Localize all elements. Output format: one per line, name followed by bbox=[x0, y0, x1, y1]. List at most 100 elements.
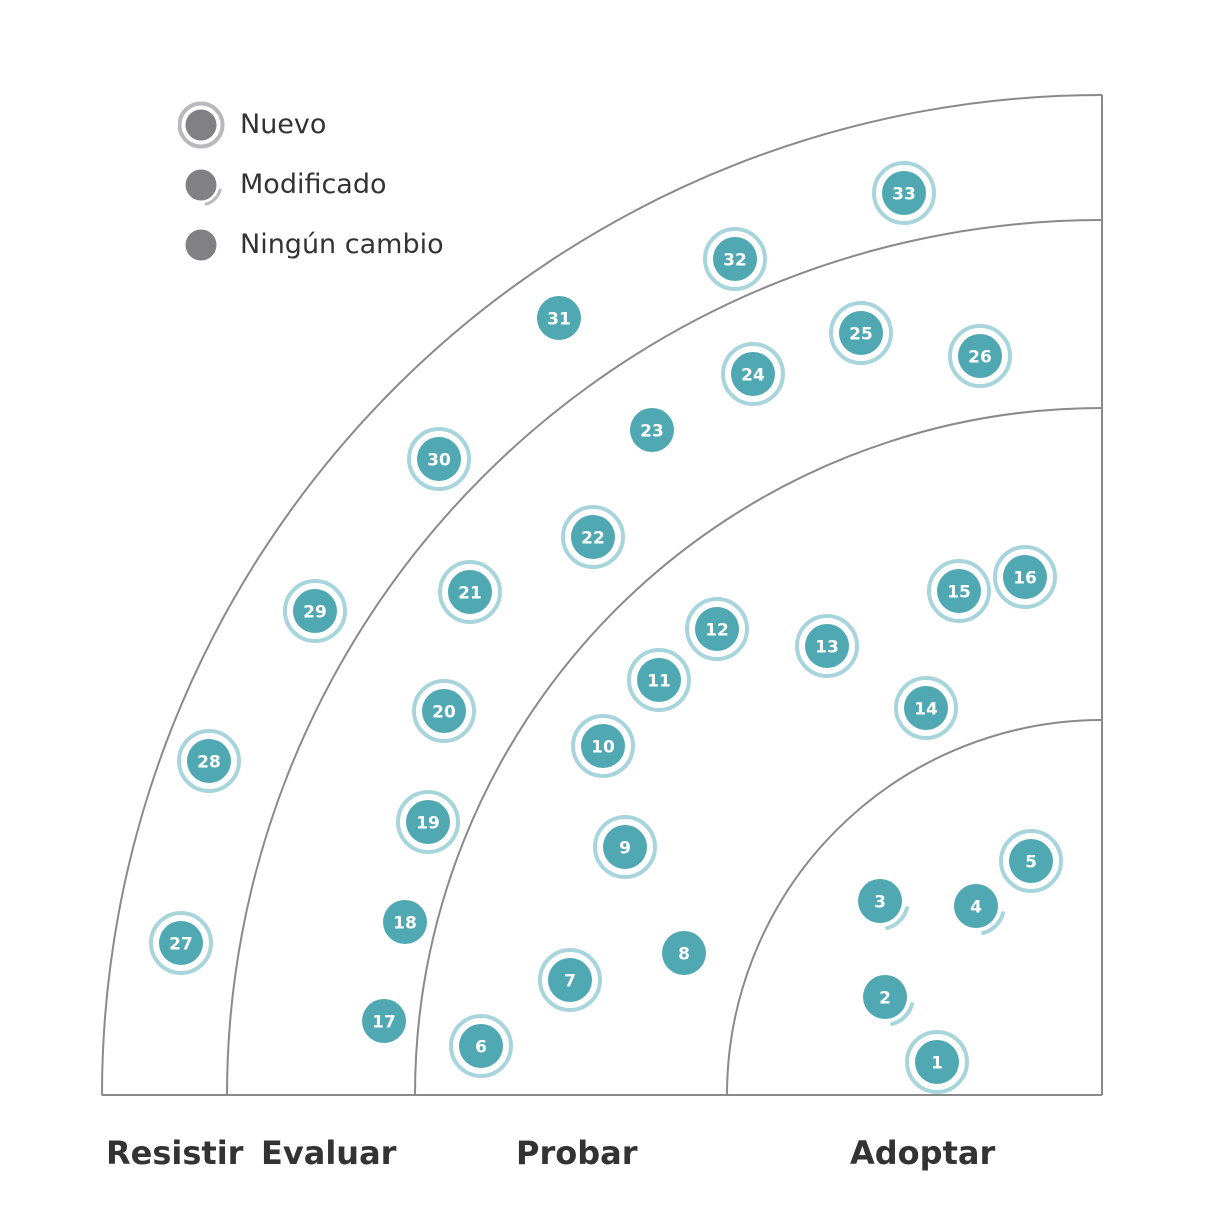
blip-number: 13 bbox=[815, 638, 839, 658]
blip-1[interactable]: 1 bbox=[905, 1030, 969, 1094]
new-ring-icon bbox=[627, 648, 691, 712]
blip-10[interactable]: 10 bbox=[571, 714, 635, 778]
blip-19[interactable]: 19 bbox=[396, 790, 460, 854]
blip-21[interactable]: 21 bbox=[438, 560, 502, 624]
new-ring-icon bbox=[999, 829, 1063, 893]
blip-dot bbox=[662, 931, 706, 975]
ring-label-adoptar: Adoptar bbox=[850, 1134, 996, 1172]
new-ring-icon bbox=[905, 1030, 969, 1094]
blip-23[interactable]: 23 bbox=[630, 408, 674, 452]
blip-14[interactable]: 14 bbox=[894, 676, 958, 740]
blip-dot bbox=[805, 624, 849, 668]
blip-number: 7 bbox=[564, 972, 576, 992]
blip-dot bbox=[548, 958, 592, 1002]
blip-number: 14 bbox=[914, 700, 938, 720]
blip-dot bbox=[406, 800, 450, 844]
blip-7[interactable]: 7 bbox=[538, 948, 602, 1012]
blip-number: 19 bbox=[416, 814, 440, 834]
blip-32[interactable]: 32 bbox=[703, 227, 767, 291]
blip-dot bbox=[581, 724, 625, 768]
blip-28[interactable]: 28 bbox=[177, 729, 241, 793]
blip-dot bbox=[1003, 555, 1047, 599]
modified-blip-icon bbox=[185, 169, 222, 206]
legend-item-no-change: Ningún cambio bbox=[178, 220, 498, 270]
blip-dot bbox=[858, 879, 902, 923]
blip-number: 29 bbox=[303, 603, 327, 623]
new-ring-icon bbox=[149, 911, 213, 975]
blip-number: 20 bbox=[432, 703, 456, 723]
blip-number: 27 bbox=[169, 935, 193, 955]
new-ring-icon bbox=[927, 559, 991, 623]
blip-dot bbox=[603, 825, 647, 869]
modified-arc-icon bbox=[890, 1002, 914, 1026]
blip-30[interactable]: 30 bbox=[407, 427, 471, 491]
blip-16[interactable]: 16 bbox=[993, 545, 1057, 609]
new-ring-icon bbox=[829, 301, 893, 365]
blip-dot bbox=[459, 1024, 503, 1068]
radar-rings bbox=[101, 94, 1103, 1096]
blip-4[interactable]: 4 bbox=[954, 884, 1005, 935]
blip-dot bbox=[422, 689, 466, 733]
blip-number: 18 bbox=[393, 914, 417, 934]
new-ring-icon bbox=[538, 948, 602, 1012]
blip-26[interactable]: 26 bbox=[948, 324, 1012, 388]
blip-25[interactable]: 25 bbox=[829, 301, 893, 365]
modified-arc-icon bbox=[981, 911, 1005, 935]
ring-label-probar: Probar bbox=[516, 1134, 638, 1172]
blip-number: 8 bbox=[678, 945, 690, 965]
blip-dot bbox=[362, 999, 406, 1043]
new-ring-icon bbox=[438, 560, 502, 624]
blip-22[interactable]: 22 bbox=[561, 505, 625, 569]
blip-dot bbox=[839, 311, 883, 355]
blip-9[interactable]: 9 bbox=[593, 815, 657, 879]
blip-15[interactable]: 15 bbox=[927, 559, 991, 623]
blip-number: 15 bbox=[947, 583, 971, 603]
new-ring-icon bbox=[685, 597, 749, 661]
blip-20[interactable]: 20 bbox=[412, 679, 476, 743]
blip-33[interactable]: 33 bbox=[872, 161, 936, 225]
blip-6[interactable]: 6 bbox=[449, 1014, 513, 1078]
blip-number: 23 bbox=[640, 422, 664, 442]
blip-number: 17 bbox=[372, 1013, 396, 1033]
new-ring-icon bbox=[412, 679, 476, 743]
blip-dot bbox=[293, 589, 337, 633]
new-ring-icon bbox=[948, 324, 1012, 388]
blip-number: 32 bbox=[723, 251, 747, 271]
blip-18[interactable]: 18 bbox=[383, 900, 427, 944]
blip-5[interactable]: 5 bbox=[999, 829, 1063, 893]
blip-2[interactable]: 2 bbox=[863, 975, 914, 1026]
new-ring-icon bbox=[593, 815, 657, 879]
blip-dot bbox=[954, 884, 998, 928]
blip-dot bbox=[1009, 839, 1053, 883]
blip-13[interactable]: 13 bbox=[795, 614, 859, 678]
blip-12[interactable]: 12 bbox=[685, 597, 749, 661]
legend-label-new: Nuevo bbox=[240, 109, 327, 140]
blip-dot bbox=[731, 352, 775, 396]
no-change-blip-icon bbox=[185, 229, 217, 261]
blip-number: 2 bbox=[879, 989, 891, 1009]
blip-24[interactable]: 24 bbox=[721, 342, 785, 406]
blip-27[interactable]: 27 bbox=[149, 911, 213, 975]
blip-29[interactable]: 29 bbox=[283, 579, 347, 643]
blip-dot bbox=[159, 921, 203, 965]
blip-number: 10 bbox=[591, 738, 615, 758]
ring-label-resistir: Resistir bbox=[106, 1134, 244, 1172]
new-ring-icon bbox=[703, 227, 767, 291]
blip-3[interactable]: 3 bbox=[858, 879, 909, 930]
blip-number: 1 bbox=[931, 1054, 943, 1074]
blip-8[interactable]: 8 bbox=[662, 931, 706, 975]
legend-label-modified: Modificado bbox=[240, 169, 387, 200]
new-ring-icon bbox=[396, 790, 460, 854]
blip-dot bbox=[571, 515, 615, 559]
blip-dot bbox=[882, 171, 926, 215]
blip-31[interactable]: 31 bbox=[537, 296, 581, 340]
blip-dot bbox=[958, 334, 1002, 378]
blip-11[interactable]: 11 bbox=[627, 648, 691, 712]
blip-number: 21 bbox=[458, 584, 482, 604]
blip-number: 30 bbox=[427, 451, 451, 471]
blip-dot bbox=[915, 1040, 959, 1084]
blip-number: 22 bbox=[581, 529, 605, 549]
blip-dot bbox=[695, 607, 739, 651]
blip-17[interactable]: 17 bbox=[362, 999, 406, 1043]
